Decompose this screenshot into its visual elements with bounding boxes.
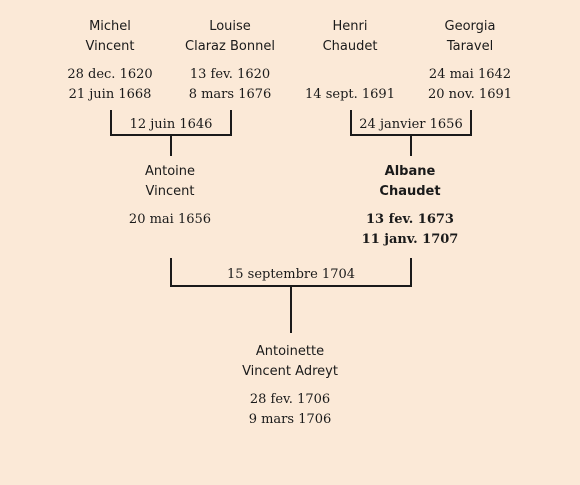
person-dates: 28 dec. 1620 21 juin 1668 xyxy=(25,65,195,105)
death-date: 9 mars 1706 xyxy=(248,412,332,427)
surname: Claraz Bonnel xyxy=(185,39,275,54)
birth-date: 28 fev. 1706 xyxy=(249,392,331,407)
death-date: 11 janv. 1707 xyxy=(361,232,459,247)
person-name: Georgia Taravel xyxy=(385,17,555,57)
death-date: 14 sept. 1691 xyxy=(305,87,395,102)
given-name: Antoinette xyxy=(255,344,325,359)
person-antoine-vincent[interactable]: Antoine Vincent 20 mai 1656 xyxy=(85,162,255,250)
person-dates: 24 mai 1642 20 nov. 1691 xyxy=(385,65,555,105)
given-name: Michel xyxy=(89,19,131,34)
given-name: Georgia xyxy=(444,19,496,34)
connector-line xyxy=(470,110,472,136)
surname: Taravel xyxy=(446,39,494,54)
death-date: 20 nov. 1691 xyxy=(427,87,513,102)
person-georgia-taravel[interactable]: Georgia Taravel 24 mai 1642 20 nov. 1691 xyxy=(385,17,555,105)
connector-line xyxy=(230,110,232,136)
connector-line xyxy=(290,285,292,333)
person-name: Antoinette Vincent Adreyt xyxy=(205,342,375,382)
person-dates: 28 fev. 1706 9 mars 1706 xyxy=(205,390,375,430)
death-date: 8 mars 1676 xyxy=(188,87,272,102)
connector-line xyxy=(410,258,412,287)
given-name: Henri xyxy=(332,19,368,34)
person-name: Antoine Vincent xyxy=(85,162,255,202)
birth-date: 13 fev. 1673 xyxy=(366,212,454,227)
given-name: Albane xyxy=(384,164,436,179)
person-name: Albane Chaudet xyxy=(325,162,495,202)
person-antoinette-vincent-adreyt[interactable]: Antoinette Vincent Adreyt 28 fev. 1706 9… xyxy=(205,342,375,430)
person-michel-vincent[interactable]: Michel Vincent 28 dec. 1620 21 juin 1668 xyxy=(25,17,195,105)
marriage-date: 12 juin 1646 xyxy=(129,117,213,132)
person-henri-chaudet[interactable]: Henri Chaudet 14 sept. 1691 xyxy=(265,17,435,105)
person-dates: 20 mai 1656 xyxy=(85,210,255,250)
surname: Chaudet xyxy=(379,184,441,199)
given-name: Louise xyxy=(209,19,251,34)
surname: Vincent Adreyt xyxy=(242,364,338,379)
connector-line xyxy=(410,134,412,156)
person-name: Michel Vincent xyxy=(25,17,195,57)
person-dates: 13 fev. 1673 11 janv. 1707 xyxy=(325,210,495,250)
person-louise-claraz-bonnel[interactable]: Louise Claraz Bonnel 13 fev. 1620 8 mars… xyxy=(145,17,315,105)
person-name: Louise Claraz Bonnel xyxy=(145,17,315,57)
connector-line xyxy=(170,258,172,287)
birth-date: 24 mai 1642 xyxy=(428,67,512,82)
marriage-date: 15 septembre 1704 xyxy=(226,267,356,282)
surname: Chaudet xyxy=(322,39,378,54)
person-dates: 13 fev. 1620 8 mars 1676 xyxy=(145,65,315,105)
person-name: Henri Chaudet xyxy=(265,17,435,57)
death-date xyxy=(85,230,255,250)
given-name: Antoine xyxy=(144,164,196,179)
person-albane-chaudet[interactable]: Albane Chaudet 13 fev. 1673 11 janv. 170… xyxy=(325,162,495,250)
marriage-date: 24 janvier 1656 xyxy=(359,117,463,132)
surname: Vincent xyxy=(85,39,135,54)
birth-date: 20 mai 1656 xyxy=(128,212,212,227)
connector-line xyxy=(110,110,112,136)
birth-date: 13 fev. 1620 xyxy=(189,67,271,82)
birth-date: 28 dec. 1620 xyxy=(67,67,153,82)
connector-line xyxy=(170,134,172,156)
person-dates: 14 sept. 1691 xyxy=(265,65,435,105)
surname: Vincent xyxy=(145,184,195,199)
connector-line xyxy=(350,110,352,136)
death-date: 21 juin 1668 xyxy=(68,87,152,102)
